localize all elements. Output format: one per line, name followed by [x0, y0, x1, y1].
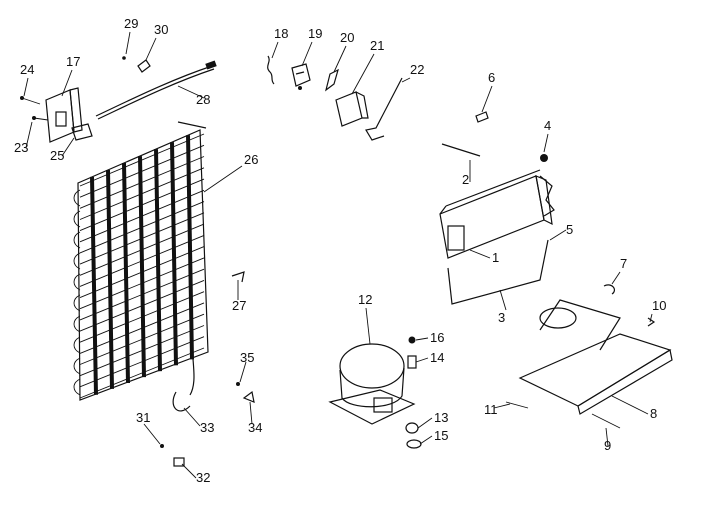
callout-17: 17 — [66, 54, 80, 69]
callout-16: 16 — [430, 330, 444, 345]
callout-21: 21 — [370, 38, 384, 53]
coil-return-bend — [73, 378, 81, 396]
electrical-components — [267, 55, 403, 141]
compressor — [328, 336, 422, 449]
callout-29: 29 — [124, 16, 138, 31]
leader-line — [419, 435, 433, 445]
leader-line — [181, 463, 197, 479]
callout-13: 13 — [434, 410, 448, 425]
callout-23: 23 — [14, 140, 28, 155]
leader-line — [183, 407, 201, 427]
callout-34: 34 — [248, 420, 262, 435]
leader-line — [301, 41, 313, 67]
coil-support-wire — [138, 156, 146, 378]
callout-5: 5 — [566, 222, 573, 237]
callout-20: 20 — [340, 30, 354, 45]
leader-line — [415, 337, 429, 341]
mounting-bracket — [20, 87, 93, 143]
coil-support-wire — [186, 135, 194, 360]
condenser-coil — [73, 121, 209, 401]
callout-7: 7 — [620, 256, 627, 271]
wire-harness — [95, 56, 217, 120]
callout-1: 1 — [492, 250, 499, 265]
leader-line — [417, 417, 433, 429]
coil-return-bend — [73, 189, 81, 207]
callout-15: 15 — [434, 428, 448, 443]
coil-return-bend — [73, 315, 81, 333]
callout-33: 33 — [200, 420, 214, 435]
coil-return-bend — [73, 336, 81, 354]
callout-3: 3 — [498, 310, 505, 325]
leader-lines — [23, 31, 653, 479]
coil-support-wire — [154, 149, 162, 372]
leader-line — [125, 31, 131, 55]
coil-return-bend — [73, 357, 81, 375]
leader-line — [543, 133, 549, 153]
leader-line — [203, 165, 243, 193]
leader-line — [145, 37, 157, 61]
leader-line — [549, 229, 567, 241]
coil-return-bend — [73, 210, 81, 228]
callout-28: 28 — [196, 92, 210, 107]
callout-26: 26 — [244, 152, 258, 167]
callout-12: 12 — [358, 292, 372, 307]
callout-2: 2 — [462, 172, 469, 187]
coil-support-wire — [90, 176, 98, 395]
callout-22: 22 — [410, 62, 424, 77]
leader-line — [365, 307, 371, 345]
leader-line — [23, 77, 29, 97]
callout-9: 9 — [604, 438, 611, 453]
leader-line — [61, 137, 75, 157]
evaporator-assembly — [439, 111, 555, 305]
drain-tray — [505, 284, 673, 429]
callout-35: 35 — [240, 350, 254, 365]
callout-25: 25 — [50, 148, 64, 163]
leader-line — [469, 249, 491, 259]
leader-line — [611, 395, 649, 415]
callout-6: 6 — [488, 70, 495, 85]
callout-24: 24 — [20, 62, 34, 77]
coil-support-wire — [122, 162, 130, 384]
leader-line — [415, 357, 429, 363]
callout-4: 4 — [544, 118, 551, 133]
leader-line — [649, 313, 653, 323]
callout-32: 32 — [196, 470, 210, 485]
leader-line — [333, 45, 347, 73]
coil-return-bend — [73, 252, 81, 270]
leader-line — [143, 423, 161, 445]
fasteners — [160, 271, 255, 467]
leader-line — [177, 85, 205, 99]
leader-line — [61, 69, 73, 97]
leader-line — [351, 53, 375, 95]
callout-27: 27 — [232, 298, 246, 313]
callout-14: 14 — [430, 350, 444, 365]
callout-30: 30 — [154, 22, 168, 37]
callout-labels: 1 2 3 4 5 6 7 8 9 10 11 12 13 14 15 16 1… — [14, 16, 666, 485]
leader-line — [493, 403, 511, 409]
coil-return-bend — [73, 273, 81, 291]
callout-11: 11 — [484, 402, 498, 417]
leader-line — [271, 41, 279, 59]
coil-support-wire — [106, 169, 114, 389]
callout-31: 31 — [136, 410, 150, 425]
coil-support-wire — [170, 142, 178, 366]
leader-line — [499, 289, 507, 311]
leader-line — [605, 427, 609, 447]
leader-line — [25, 121, 33, 149]
callout-18: 18 — [274, 26, 288, 41]
callout-8: 8 — [650, 406, 657, 421]
leader-line — [611, 271, 621, 285]
leader-line — [239, 361, 247, 383]
coil-return-bend — [73, 294, 81, 312]
leader-line — [249, 401, 253, 425]
callout-10: 10 — [652, 298, 666, 313]
leader-line — [481, 85, 493, 113]
coil-return-bend — [73, 231, 81, 249]
callout-19: 19 — [308, 26, 322, 41]
leader-line — [401, 77, 411, 83]
